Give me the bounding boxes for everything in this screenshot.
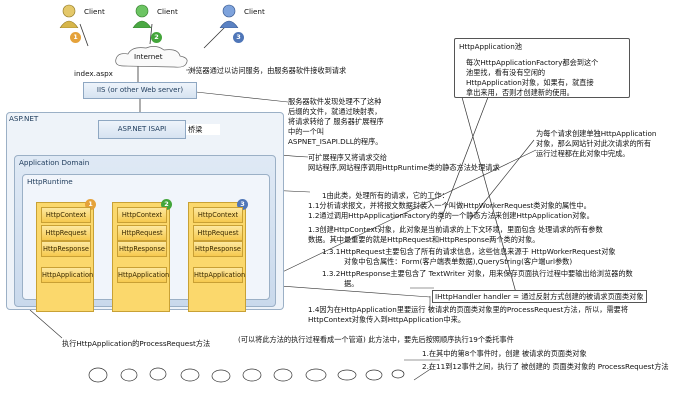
client-2-icon [131,4,153,29]
column-2-badge: 2 [161,199,172,210]
httpcontext-cell: HttpContext [41,207,91,223]
client-1-badge: 1 [70,32,81,43]
handler-note: IHttpHandler handler = 通过反射方式创建的被请求页面类对象 [432,290,647,303]
httpresponse-cell: HttpResponse [117,241,167,257]
client-3-icon [218,4,240,29]
browser-note: 浏览器通过以访问服务，由服务器软件接收到请求 [188,66,347,75]
httpruntime-label: HttpRuntime [27,177,73,186]
httpapplication-cell: HttpApplication [117,267,169,283]
internet-cloud-icon [112,44,192,70]
event-note-2: 2.在11到12事件之间，执行了 被创建的 页面类对象的 ProcessRequ… [422,362,669,371]
client-3-label: Client [244,7,265,16]
aspnet-label: ASP.NET [9,114,39,123]
httprequest-cell: HttpRequest [117,225,167,241]
httpcontext-cell: HttpContext [193,207,243,223]
pipeline-intro: (可以将此方法的执行过程看成一个管道) 此方法中，要先后按照顺序执行19个委托事… [238,335,514,344]
internet-label: Internet [134,52,163,61]
client-1-label: Client [84,7,105,16]
column-3-badge: 3 [237,199,248,210]
process-request-label: 执行HttpApplication的ProcessRequest方法 [62,339,211,348]
client-3-badge: 3 [233,32,244,43]
client-2-label: Client [157,7,178,16]
iis-box: IIS (or other Web server) [83,82,197,99]
context-column-2: 2 HttpContext HttpRequest HttpResponse H… [112,199,172,312]
context-column-3: 3 HttpContext HttpRequest HttpResponse H… [188,199,248,312]
httpapplication-cell: HttpApplication [41,267,93,283]
index-label: index.aspx [74,69,113,78]
context-column-1: 1 HttpContext HttpRequest HttpResponse H… [36,199,96,312]
column-1-badge: 1 [85,199,96,210]
event-note-1: 1.在其中的第8个事件时，创建 被请求的页面类对象 [422,349,587,358]
bridge-label: 桥梁 [186,124,221,135]
application-pool-callout [454,38,630,98]
client-1-icon [58,4,80,29]
httpapplication-cell: HttpApplication [193,267,245,283]
client-2-badge: 2 [151,32,162,43]
httpcontext-cell: HttpContext [117,207,167,223]
httpresponse-cell: HttpResponse [41,241,91,257]
httpresponse-cell: HttpResponse [193,241,243,257]
httprequest-cell: HttpRequest [41,225,91,241]
application-domain-label: Application Domain [19,158,90,167]
isapi-box: ASP.NET ISAPI [98,120,186,139]
pool-title: HttpApplication池 [459,42,522,51]
httprequest-cell: HttpRequest [193,225,243,241]
